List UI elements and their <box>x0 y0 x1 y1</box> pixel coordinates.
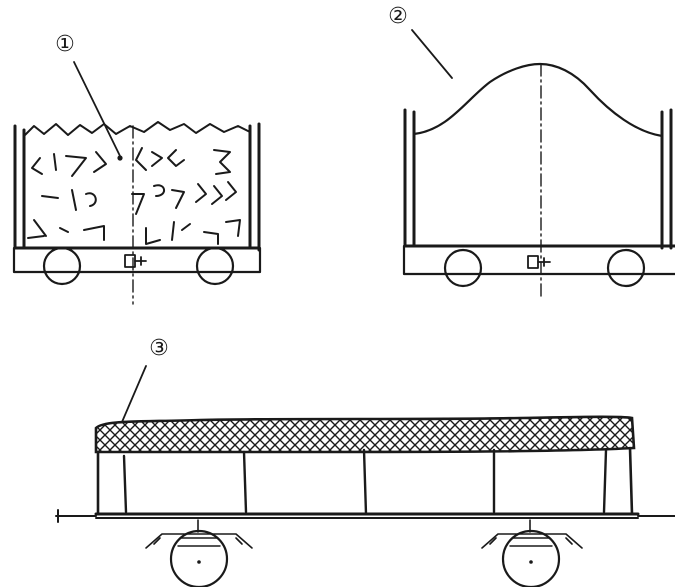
wheel <box>195 246 235 286</box>
coupling-icon <box>124 254 147 268</box>
callout-3: ③ <box>149 336 169 361</box>
wheel <box>443 248 483 288</box>
wheel <box>169 529 229 587</box>
coupling-icon <box>527 255 551 269</box>
wheel <box>501 529 561 587</box>
bogie-left <box>145 519 253 587</box>
wagon-heaped-profile <box>402 29 675 301</box>
wheel <box>42 246 82 286</box>
flat-wagon-covered <box>55 365 675 587</box>
wagon-loose-cargo <box>12 61 262 305</box>
wheel <box>606 248 646 288</box>
cover-layer <box>94 415 636 454</box>
bogie-right <box>481 519 583 587</box>
callout-1: ① <box>55 32 75 57</box>
callout-2: ② <box>388 4 408 29</box>
